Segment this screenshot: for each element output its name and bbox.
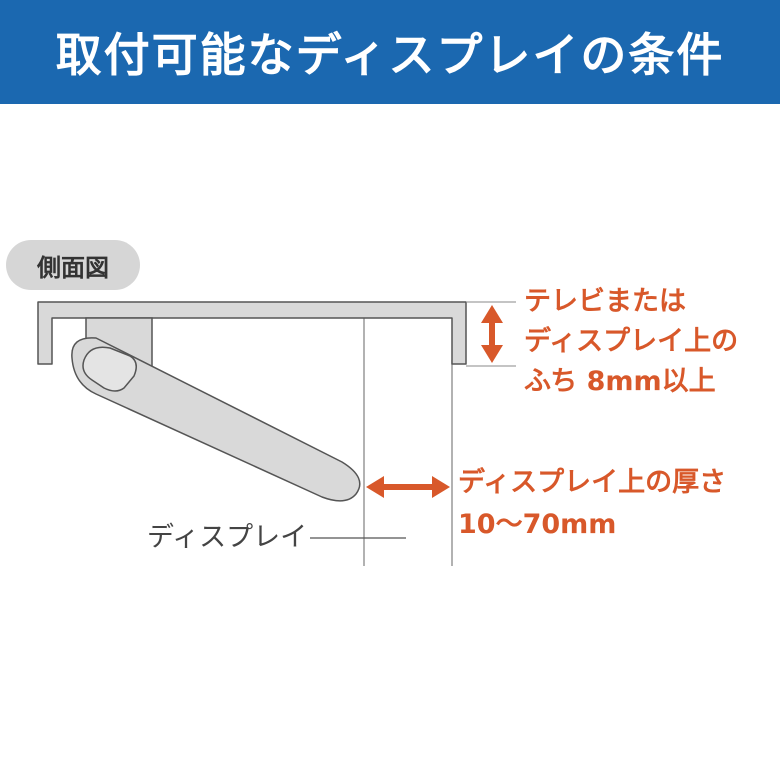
thickness-note-line-1: ディスプレイ上の厚さ — [458, 467, 727, 498]
display-label: ディスプレイ — [147, 522, 308, 553]
frame-dimension-arrow — [481, 305, 503, 363]
arm-knob — [82, 346, 137, 392]
side-view-label: 側面図 — [37, 253, 109, 282]
page-title: 取付可能なディスプレイの条件 — [55, 28, 725, 82]
support-arm — [71, 337, 361, 502]
frame-note-line-1: テレビまたは — [524, 286, 686, 317]
thickness-requirement-note: ディスプレイ上の厚さ 10～70mm — [458, 462, 726, 546]
side-view-tag: 側面図 — [6, 240, 140, 290]
frame-note-line-3: ふち 8mm以上 — [524, 366, 716, 397]
frame-note-line-2: ディスプレイ上の — [524, 326, 739, 357]
header-banner: 取付可能なディスプレイの条件 — [0, 0, 780, 104]
frame-requirement-note: テレビまたは ディスプレイ上の ふち 8mm以上 — [524, 282, 738, 402]
thickness-dimension-arrow — [366, 476, 450, 498]
thickness-note-line-2: 10～70mm — [458, 509, 617, 540]
